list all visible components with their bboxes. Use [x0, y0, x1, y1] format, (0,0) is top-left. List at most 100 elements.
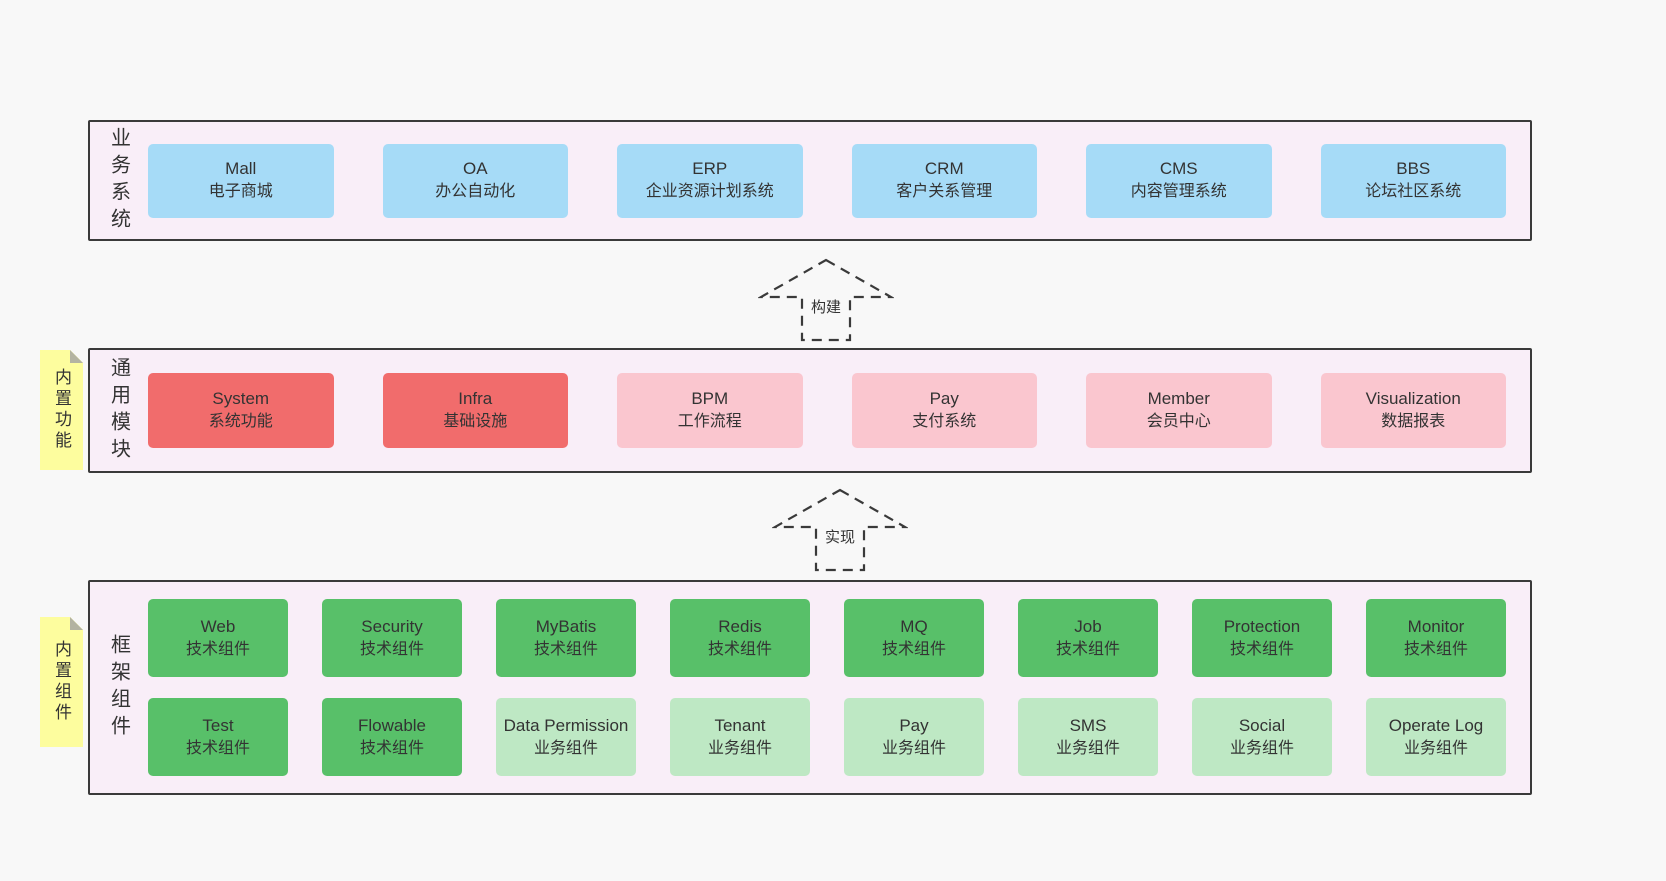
- band-common-modules: 通用模块 System 系统功能 Infra 基础设施 BPM 工作流程 Pay…: [88, 348, 1532, 473]
- arrow-label: 实现: [821, 526, 859, 547]
- box-title: BPM: [691, 389, 729, 409]
- band-label-common-modules: 通用模块: [90, 357, 148, 465]
- box-title: Social: [1238, 715, 1286, 735]
- box-subtitle: 客户关系管理: [896, 183, 993, 201]
- common-modules-boxes: System 系统功能 Infra 基础设施 BPM 工作流程 Pay 支付系统…: [148, 373, 1530, 448]
- box-subtitle: 数据报表: [1381, 413, 1446, 431]
- box-title: Pay: [899, 715, 929, 735]
- framework-components-row-2: Test 技术组件 Flowable 技术组件 Data Permission …: [148, 698, 1506, 776]
- framework-components-rows: Web 技术组件 Security 技术组件 MyBatis 技术组件 Redi…: [148, 599, 1530, 776]
- sticky-note-built-in-components: 内置组件: [40, 617, 83, 747]
- box-subtitle: 技术组件: [359, 640, 424, 658]
- box-social: Social 业务组件: [1192, 698, 1332, 776]
- box-title: Pay: [929, 389, 959, 409]
- box-subtitle: 技术组件: [533, 640, 598, 658]
- box-crm: CRM 客户关系管理: [851, 143, 1037, 218]
- box-subtitle: 论坛社区系统: [1365, 183, 1462, 201]
- box-subtitle: 工作流程: [677, 413, 742, 431]
- box-job: Job 技术组件: [1018, 599, 1158, 677]
- box-title: Job: [1074, 616, 1102, 636]
- box-title: BBS: [1396, 159, 1431, 179]
- arrow-implement: 实现: [772, 487, 908, 573]
- box-subtitle: 技术组件: [185, 640, 250, 658]
- box-title: Data Permission: [503, 715, 629, 735]
- box-title: Monitor: [1407, 616, 1465, 636]
- box-subtitle: 系统功能: [208, 413, 273, 431]
- band-label-framework-components: 框架组件: [90, 634, 148, 742]
- box-title: SMS: [1069, 715, 1107, 735]
- folded-corner-icon: [70, 617, 83, 630]
- box-title: Member: [1147, 389, 1210, 409]
- box-subtitle: 业务组件: [881, 739, 946, 757]
- box-title: Visualization: [1365, 389, 1461, 409]
- box-subtitle: 办公自动化: [435, 183, 516, 201]
- band-business-systems: 业务系统 Mall 电子商城 OA 办公自动化 ERP 企业资源计划系统 CRM…: [88, 120, 1532, 241]
- box-security: Security 技术组件: [322, 599, 462, 677]
- band-framework-components: 框架组件 Web 技术组件 Security 技术组件 MyBatis 技术组件…: [88, 580, 1532, 795]
- box-mybatis: MyBatis 技术组件: [496, 599, 636, 677]
- box-title: Infra: [458, 389, 493, 409]
- box-subtitle: 业务组件: [533, 739, 598, 757]
- box-operate-log: Operate Log 业务组件: [1366, 698, 1506, 776]
- box-mall: Mall 电子商城: [148, 143, 334, 218]
- box-subtitle: 技术组件: [1403, 640, 1468, 658]
- box-subtitle: 技术组件: [707, 640, 772, 658]
- box-protection: Protection 技术组件: [1192, 599, 1332, 677]
- box-title: Security: [361, 616, 423, 636]
- box-title: System: [212, 389, 270, 409]
- box-mq: MQ 技术组件: [844, 599, 984, 677]
- box-subtitle: 电子商城: [208, 183, 273, 201]
- box-title: Test: [202, 715, 234, 735]
- box-tenant: Tenant 业务组件: [670, 698, 810, 776]
- box-title: Flowable: [357, 715, 427, 735]
- box-subtitle: 技术组件: [1229, 640, 1294, 658]
- box-erp: ERP 企业资源计划系统: [617, 143, 803, 218]
- sticky-note-built-in-features: 内置功能: [40, 350, 83, 470]
- box-title: CRM: [924, 159, 964, 179]
- box-member: Member 会员中心: [1086, 373, 1272, 448]
- box-flowable: Flowable 技术组件: [322, 698, 462, 776]
- box-pay-component: Pay 业务组件: [844, 698, 984, 776]
- box-redis: Redis 技术组件: [670, 599, 810, 677]
- box-subtitle: 技术组件: [185, 739, 250, 757]
- box-subtitle: 业务组件: [707, 739, 772, 757]
- box-data-permission: Data Permission 业务组件: [496, 698, 636, 776]
- box-bbs: BBS 论坛社区系统: [1320, 143, 1506, 218]
- box-title: MyBatis: [535, 616, 597, 636]
- box-subtitle: 技术组件: [1055, 640, 1120, 658]
- box-monitor: Monitor 技术组件: [1366, 599, 1506, 677]
- box-title: Redis: [718, 616, 762, 636]
- box-title: CMS: [1159, 159, 1198, 179]
- box-infra: Infra 基础设施: [382, 373, 568, 448]
- box-subtitle: 技术组件: [881, 640, 946, 658]
- box-title: Protection: [1223, 616, 1301, 636]
- box-test: Test 技术组件: [148, 698, 288, 776]
- box-cms: CMS 内容管理系统: [1086, 143, 1272, 218]
- box-title: MQ: [900, 616, 928, 636]
- box-web: Web 技术组件: [148, 599, 288, 677]
- box-title: OA: [462, 159, 488, 179]
- box-subtitle: 会员中心: [1146, 413, 1211, 431]
- box-bpm: BPM 工作流程: [617, 373, 803, 448]
- arrow-label: 构建: [807, 296, 845, 317]
- box-title: Mall: [225, 159, 257, 179]
- box-title: Operate Log: [1388, 715, 1484, 735]
- box-title: Tenant: [714, 715, 766, 735]
- box-subtitle: 企业资源计划系统: [645, 183, 774, 201]
- business-systems-boxes: Mall 电子商城 OA 办公自动化 ERP 企业资源计划系统 CRM 客户关系…: [148, 143, 1530, 218]
- box-subtitle: 内容管理系统: [1130, 183, 1227, 201]
- arrow-build: 构建: [758, 257, 894, 343]
- band-title: 业务系统: [107, 126, 130, 235]
- box-visualization: Visualization 数据报表: [1320, 373, 1506, 448]
- box-subtitle: 业务组件: [1229, 739, 1294, 757]
- band-label-business-systems: 业务系统: [90, 127, 148, 235]
- box-subtitle: 支付系统: [912, 413, 977, 431]
- framework-components-row-1: Web 技术组件 Security 技术组件 MyBatis 技术组件 Redi…: [148, 599, 1506, 677]
- note-text: 内置功能: [52, 368, 71, 452]
- box-pay-module: Pay 支付系统: [851, 373, 1037, 448]
- note-text: 内置组件: [52, 640, 71, 724]
- box-subtitle: 技术组件: [359, 739, 424, 757]
- box-system: System 系统功能: [148, 373, 334, 448]
- box-title: ERP: [692, 159, 728, 179]
- box-subtitle: 基础设施: [443, 413, 508, 431]
